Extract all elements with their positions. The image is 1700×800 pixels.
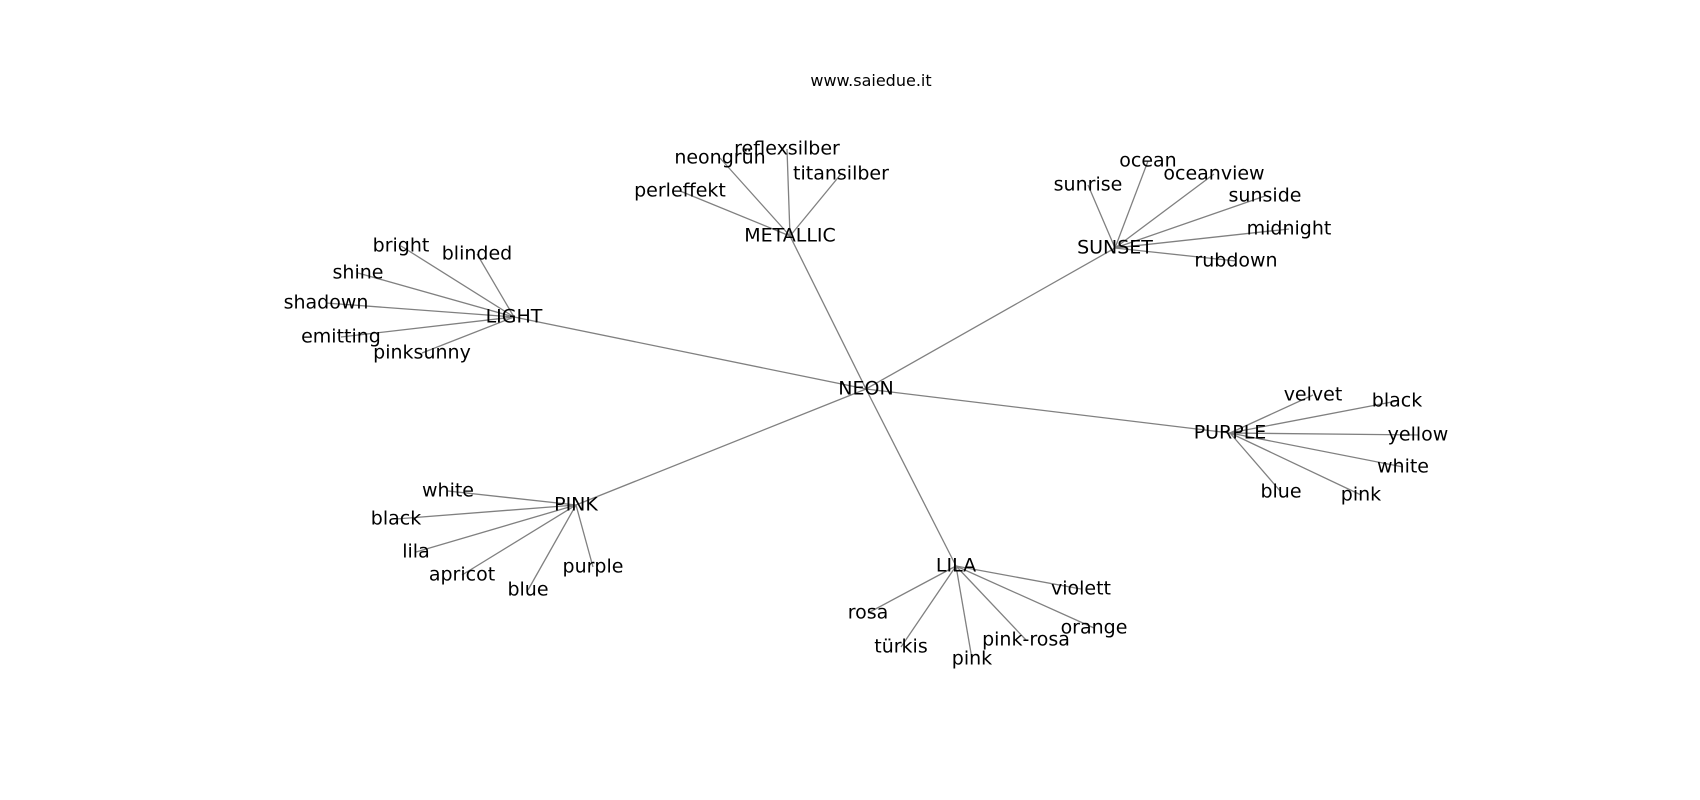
edge-light-3 xyxy=(325,302,515,318)
edge-light-1 xyxy=(476,253,515,318)
leaf-pink-1: black xyxy=(371,508,421,530)
leaf-purple-0: velvet xyxy=(1284,384,1343,406)
edge-lila-2 xyxy=(955,565,973,660)
edge-pink-4 xyxy=(527,504,577,591)
leaf-light-0: bright xyxy=(373,235,430,257)
leaf-sunset-5: rubdown xyxy=(1194,250,1277,272)
node-sunset: SUNSET xyxy=(1077,237,1153,259)
edge-metallic-0 xyxy=(679,190,791,237)
leaf-purple-3: white xyxy=(1377,456,1429,478)
edge-sunset-1 xyxy=(1114,160,1149,249)
edge-lila-5 xyxy=(955,565,1082,590)
leaf-light-3: shadown xyxy=(284,292,369,314)
edge-sunset-0 xyxy=(1087,184,1116,249)
node-neon: NEON xyxy=(838,378,893,400)
edge-lila-3 xyxy=(955,565,1027,641)
edge-purple-1 xyxy=(1229,400,1398,434)
edge-neon-purple xyxy=(865,388,1231,434)
leaf-lila-0: rosa xyxy=(848,602,889,624)
leaf-metallic-2: reflexsilber xyxy=(734,138,840,160)
leaf-purple-4: blue xyxy=(1260,481,1301,503)
leaf-sunset-2: oceanview xyxy=(1163,163,1264,185)
leaf-pink-2: lila xyxy=(402,541,429,563)
leaf-metallic-0: perleffekt xyxy=(634,180,726,202)
edge-light-2 xyxy=(357,272,515,318)
edge-purple-2 xyxy=(1229,432,1419,436)
edge-light-0 xyxy=(400,245,515,318)
leaf-purple-2: yellow xyxy=(1388,424,1449,446)
leaf-light-1: blinded xyxy=(442,243,512,265)
leaf-pink-0: white xyxy=(422,480,474,502)
leaf-purple-5: pink xyxy=(1341,484,1381,506)
leaf-metallic-1: neongrün xyxy=(674,147,765,169)
leaf-lila-2: pink xyxy=(952,648,992,670)
edge-neon-light xyxy=(513,316,867,390)
edge-neon-sunset xyxy=(865,247,1116,390)
edge-neon-lila xyxy=(865,388,957,567)
edge-sunset-3 xyxy=(1114,195,1266,249)
leaf-pink-4: blue xyxy=(507,579,548,601)
edge-lila-0 xyxy=(867,565,957,614)
leaf-purple-1: black xyxy=(1372,390,1422,412)
edge-light-5 xyxy=(421,316,515,354)
edge-metallic-3 xyxy=(789,173,842,237)
edge-pink-2 xyxy=(415,504,577,553)
node-metallic: METALLIC xyxy=(744,225,836,247)
edge-sunset-2 xyxy=(1114,173,1215,249)
edge-sunset-4 xyxy=(1114,228,1290,249)
edge-lila-4 xyxy=(955,565,1095,629)
leaf-lila-4: orange xyxy=(1061,617,1128,639)
leaf-lila-3: pink-rosa xyxy=(982,629,1070,651)
edge-metallic-1 xyxy=(719,157,791,237)
edge-purple-0 xyxy=(1229,394,1314,434)
edge-pink-3 xyxy=(461,504,577,576)
leaf-light-4: emitting xyxy=(301,326,381,348)
node-lila: LILA xyxy=(936,555,976,577)
leaf-sunset-0: sunrise xyxy=(1054,174,1123,196)
edge-pink-0 xyxy=(447,490,577,506)
edge-purple-5 xyxy=(1229,432,1362,496)
leaf-sunset-1: ocean xyxy=(1119,150,1176,172)
leaf-light-5: pinksunny xyxy=(373,342,471,364)
leaf-pink-3: apricot xyxy=(429,564,495,586)
nodes-layer: NEON METALLIC perleffekt neongrünreflexsilb… xyxy=(284,138,1449,670)
leaf-pink-5: purple xyxy=(563,556,624,578)
edge-sunset-5 xyxy=(1114,247,1237,262)
leaf-sunset-4: midnight xyxy=(1247,218,1332,240)
edge-neon-metallic xyxy=(789,235,867,390)
edges-layer xyxy=(325,148,1419,660)
edge-purple-3 xyxy=(1229,432,1404,468)
edge-light-4 xyxy=(340,316,515,338)
edge-neon-pink xyxy=(575,388,867,506)
edge-pink-1 xyxy=(395,504,577,520)
leaf-light-2: shine xyxy=(333,262,384,284)
leaf-lila-5: violett xyxy=(1051,578,1111,600)
leaf-lila-1: türkis xyxy=(874,636,927,658)
leaf-sunset-3: sunside xyxy=(1229,185,1302,207)
edge-lila-1 xyxy=(900,565,957,648)
edge-pink-5 xyxy=(575,504,594,568)
leaf-metallic-3: titansilber xyxy=(793,163,889,185)
diagram-title: www.saiedue.it xyxy=(810,71,931,90)
node-purple: PURPLE xyxy=(1194,422,1267,444)
node-light: LIGHT xyxy=(486,306,543,328)
edge-purple-4 xyxy=(1229,432,1282,493)
edge-metallic-2 xyxy=(786,148,791,237)
node-pink: PINK xyxy=(554,494,598,516)
